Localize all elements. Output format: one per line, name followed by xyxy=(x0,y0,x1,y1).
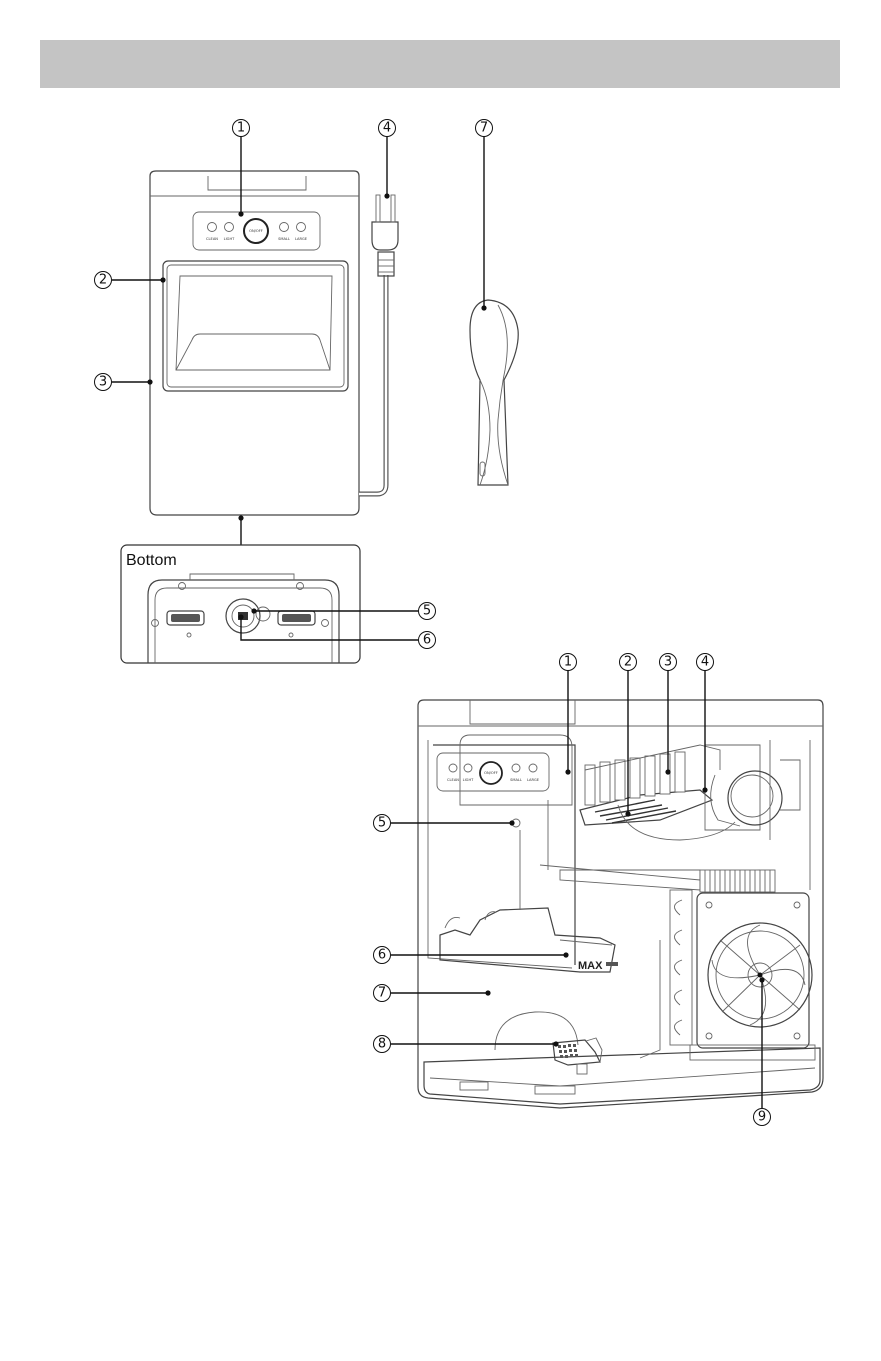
interior-callout-4: 4 xyxy=(701,655,709,670)
callout-3: 3 xyxy=(99,375,107,390)
interior-callout-5: 5 xyxy=(378,816,386,831)
interior-callout-9: 9 xyxy=(758,1110,766,1125)
interior-callout-7: 7 xyxy=(378,986,386,1001)
interior-light-label: LIGHT xyxy=(463,778,475,782)
light-label: LIGHT xyxy=(224,237,236,241)
front-callouts: 1 2 3 4 7 xyxy=(95,120,493,391)
interior-small-label: SMALL xyxy=(510,778,522,782)
small-button[interactable] xyxy=(280,223,289,232)
ice-scoop xyxy=(470,300,518,485)
callout-1: 1 xyxy=(237,121,245,136)
interior-callout-8: 8 xyxy=(378,1037,386,1052)
max-label: MAX xyxy=(578,960,603,972)
callout-4: 4 xyxy=(383,121,391,136)
light-button[interactable] xyxy=(225,223,234,232)
bottom-inset-title: Bottom xyxy=(126,552,177,569)
callout-7: 7 xyxy=(480,121,488,136)
large-label: LARGE xyxy=(295,237,308,241)
callout-2: 2 xyxy=(99,273,107,288)
interior-clean-label: CLEAN xyxy=(447,778,459,782)
large-button[interactable] xyxy=(297,223,306,232)
viewing-window xyxy=(163,261,348,391)
clean-button[interactable] xyxy=(208,223,217,232)
small-label: SMALL xyxy=(278,237,290,241)
power-plug xyxy=(372,222,398,250)
interior-small-button[interactable] xyxy=(512,764,520,772)
interior-clean-button[interactable] xyxy=(449,764,457,772)
callout-bottom-6: 6 xyxy=(423,633,431,648)
interior-large-label: LARGE xyxy=(527,778,540,782)
interior-callout-3: 3 xyxy=(664,655,672,670)
interior-callout-6: 6 xyxy=(378,948,386,963)
power-cord xyxy=(359,275,386,494)
power-label: ON/OFF xyxy=(249,229,263,233)
interior-power-label: ON/OFF xyxy=(484,771,498,775)
clean-label: CLEAN xyxy=(206,237,218,241)
interior-callout-2: 2 xyxy=(624,655,632,670)
interior-callout-1: 1 xyxy=(564,655,572,670)
interior-large-button[interactable] xyxy=(529,764,537,772)
bottom-inset: Bottom 5 6 xyxy=(121,545,436,663)
interior-light-button[interactable] xyxy=(464,764,472,772)
front-view: CLEAN LIGHT ON/OFF SMALL LARGE xyxy=(150,171,398,545)
callout-bottom-5: 5 xyxy=(423,604,431,619)
